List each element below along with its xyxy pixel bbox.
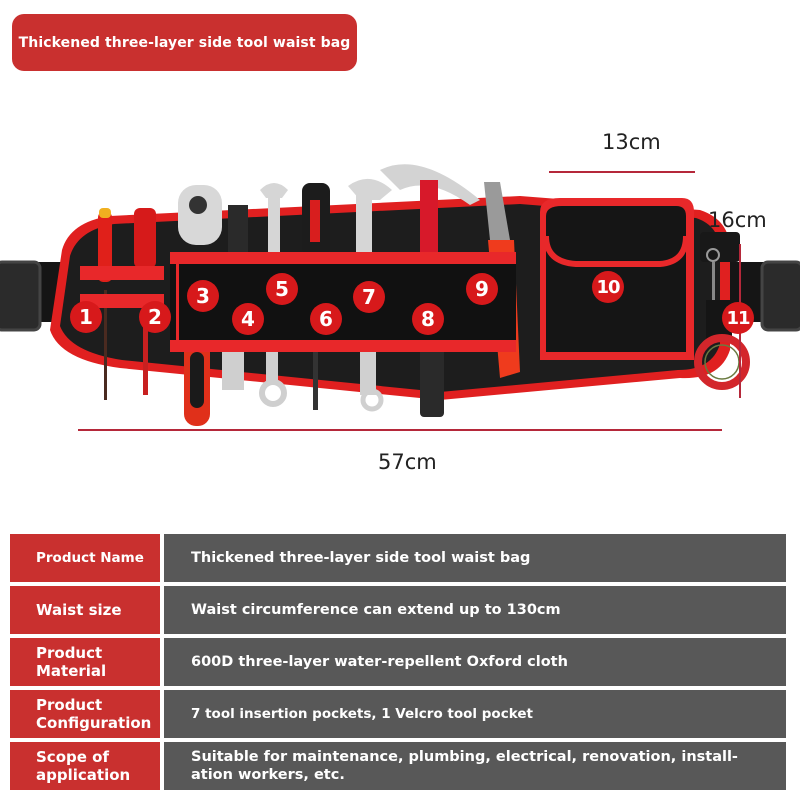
spec-row-waist-size: Waist size Waist circumference can exten… [10,586,786,634]
pocket-badge-6: 6 [310,303,342,335]
dimension-label-pocket-width: 13cm [602,130,661,154]
pocket-badge-7: 7 [353,281,385,313]
spec-label: Waist size [10,586,160,634]
dimension-line-pocket-width [549,171,695,173]
spec-label: Product Name [10,534,160,582]
pocket-badge-2: 2 [139,301,171,333]
spec-value: 600D three-layer water-repellent Oxford … [164,638,786,686]
pocket-badge-8: 8 [412,303,444,335]
tool-waist-bag-image [0,140,800,440]
pocket-badge-1: 1 [70,301,102,333]
spec-value: Thickened three-layer side tool waist ba… [164,534,786,582]
spec-label: Product Configuration [10,690,160,738]
title-banner: Thickened three-layer side tool waist ba… [12,14,357,71]
spec-label: Product Material [10,638,160,686]
spec-table: Product Name Thickened three-layer side … [10,534,786,794]
dimension-label-total-width: 57cm [378,450,437,474]
spec-label: Scope of application [10,742,160,790]
spec-row-product-configuration: Product Configuration 7 tool insertion p… [10,690,786,738]
pocket-badge-4: 4 [232,303,264,335]
dimension-line-total-width [78,429,722,431]
dimension-label-pocket-height: 16cm [708,208,767,232]
pocket-badge-3: 3 [187,280,219,312]
pocket-badge-9: 9 [466,273,498,305]
spec-row-product-name: Product Name Thickened three-layer side … [10,534,786,582]
spec-value: Suitable for maintenance, plumbing, elec… [164,742,786,790]
spec-value: Waist circumference can extend up to 130… [164,586,786,634]
pocket-badge-11: 11 [722,302,754,334]
page-title: Thickened three-layer side tool waist ba… [18,34,351,51]
spec-value: 7 tool insertion pockets, 1 Velcro tool … [164,690,786,738]
tool-bag-illustration [0,164,800,426]
pocket-badge-5: 5 [266,273,298,305]
spec-row-scope-of-application: Scope of application Suitable for mainte… [10,742,786,790]
pocket-badge-10: 10 [592,271,624,303]
spec-row-product-material: Product Material 600D three-layer water-… [10,638,786,686]
